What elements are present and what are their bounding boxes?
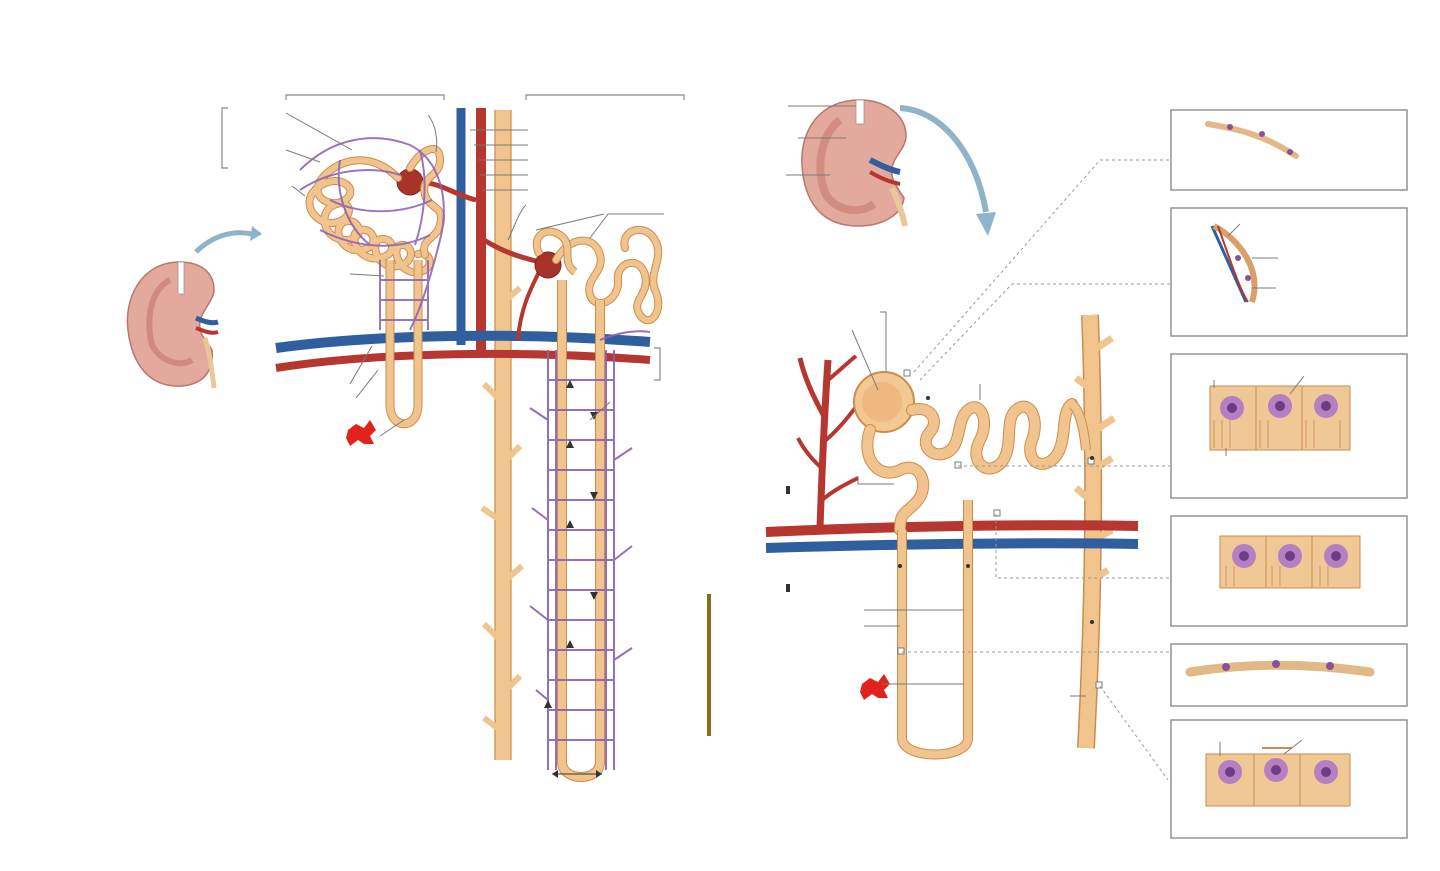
curved-arrow-icon: [976, 212, 996, 236]
right-nephron: [765, 314, 1139, 760]
red-splash-icon: [860, 674, 890, 700]
curved-arrow-icon: [899, 105, 989, 213]
histology-panel-1: [1170, 109, 1408, 191]
histology-panel-5: [1170, 643, 1408, 707]
kidney-thumbnail-right: [801, 99, 908, 227]
histology-panel-6: [1170, 719, 1408, 839]
histology-panel-2: [1170, 207, 1408, 337]
histology-panel-3: [1170, 353, 1408, 499]
curved-arrow-icon: [194, 230, 253, 254]
red-splash-icon: [346, 420, 376, 446]
right-leader-lines: [786, 159, 1170, 781]
scale-bar: [707, 594, 711, 736]
histology-panel-4: [1170, 515, 1408, 627]
kidney-thumbnail-left: [126, 261, 219, 389]
curved-arrow-icon: [250, 226, 262, 241]
left-nephron: [275, 108, 663, 782]
left-leader-lines: [221, 94, 685, 437]
